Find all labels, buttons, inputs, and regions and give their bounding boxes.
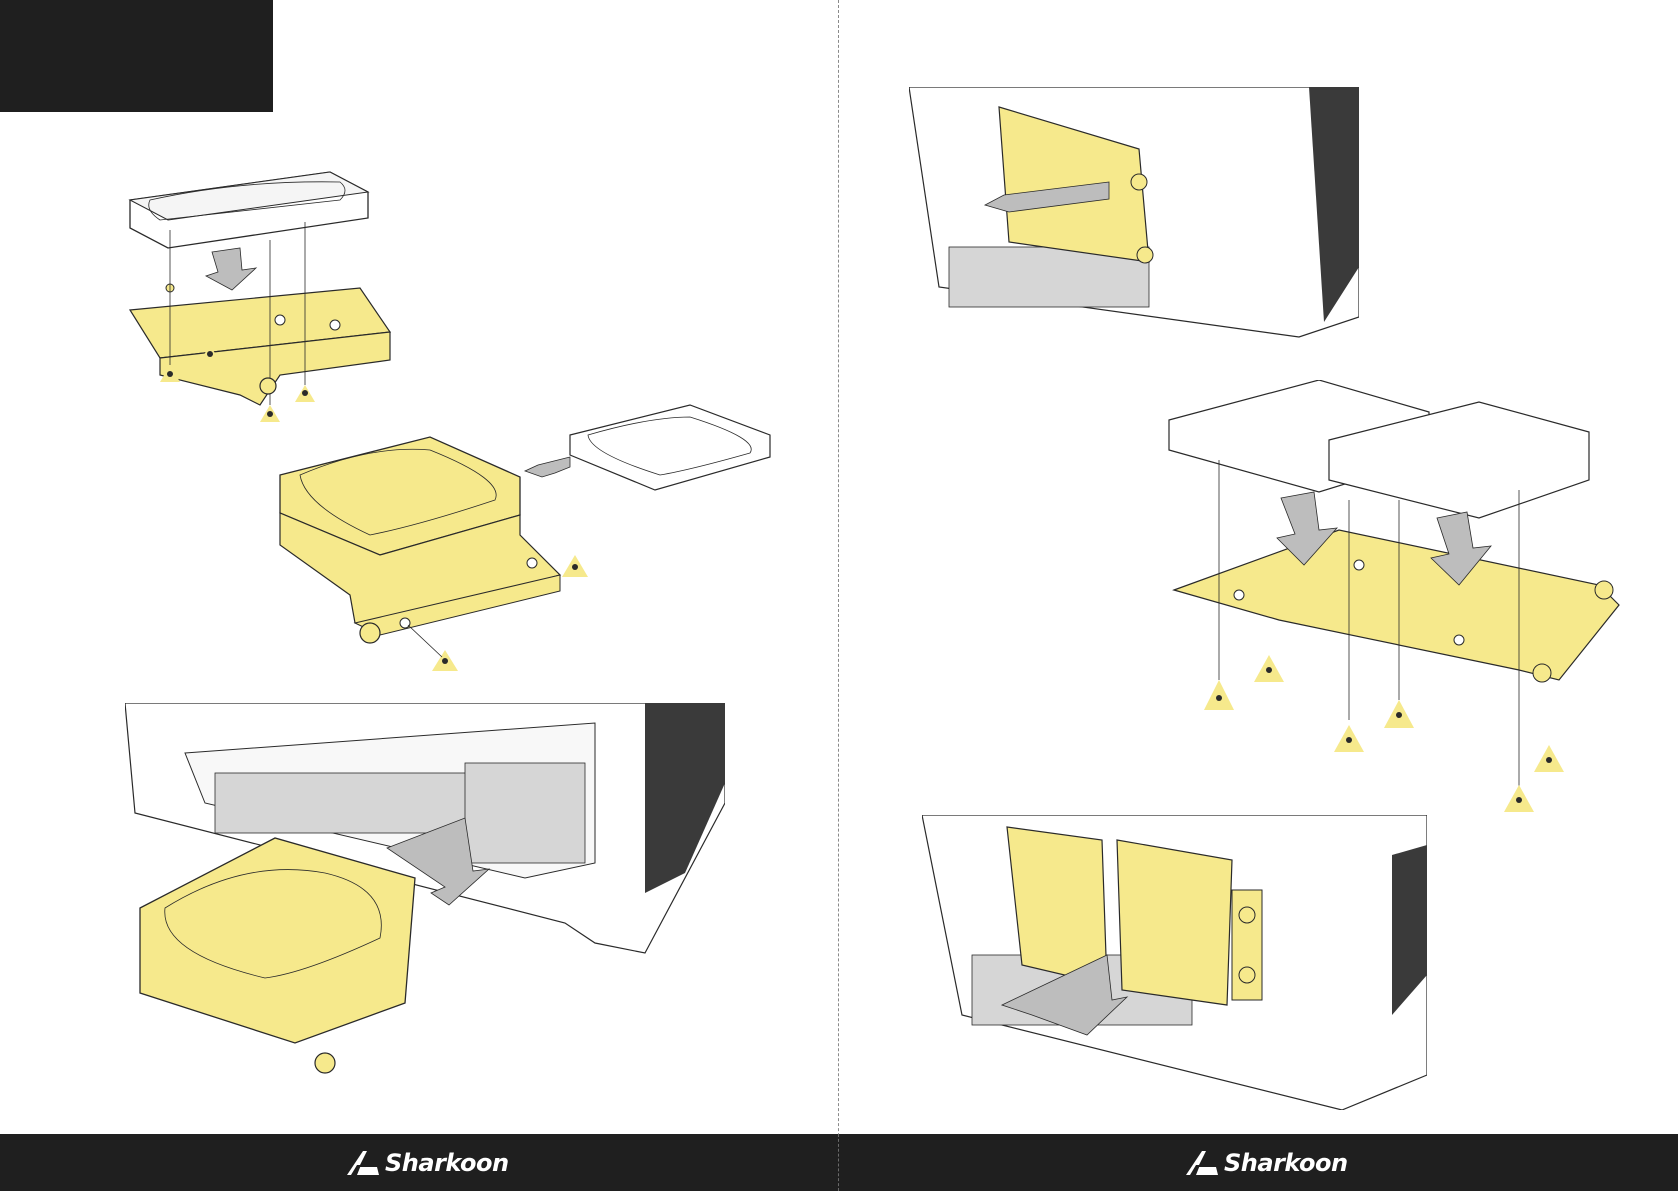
thumb-screw [315,1053,335,1073]
figure-two-hdds-onto-plate [1159,380,1639,820]
figure-bracket-removed-from-case [909,87,1359,347]
hard-drive-left [1007,827,1107,985]
figure-bracket-swap-drive [270,395,780,685]
thumb-screw [1131,174,1147,190]
footer-logo-right: Sharkoon [1184,1147,1348,1179]
right-page [839,0,1678,1191]
thumb-screw [1595,581,1613,599]
figure-bracket-into-case-floor [125,703,725,1093]
section-header-block [0,0,273,112]
shark-fin-icon [345,1149,379,1177]
thumb-screw [360,623,380,643]
mount-plate [1174,530,1619,680]
swap-arrow [525,457,570,477]
footer-logo-text: Sharkoon [385,1149,509,1177]
figure-hdd-into-bracket [100,160,420,430]
footer-logo-text: Sharkoon [1224,1149,1348,1177]
shark-fin-icon [1184,1149,1218,1177]
thumb-screw [1239,907,1255,923]
footer-bar [0,1134,1678,1191]
footer-logo-left: Sharkoon [345,1147,509,1179]
hard-drive-right [1117,840,1232,1005]
thumb-screw [260,378,276,394]
left-page [0,0,839,1191]
insert-arrow [206,248,256,290]
footer-divider [838,1134,839,1191]
figure-plate-into-case [922,815,1427,1110]
